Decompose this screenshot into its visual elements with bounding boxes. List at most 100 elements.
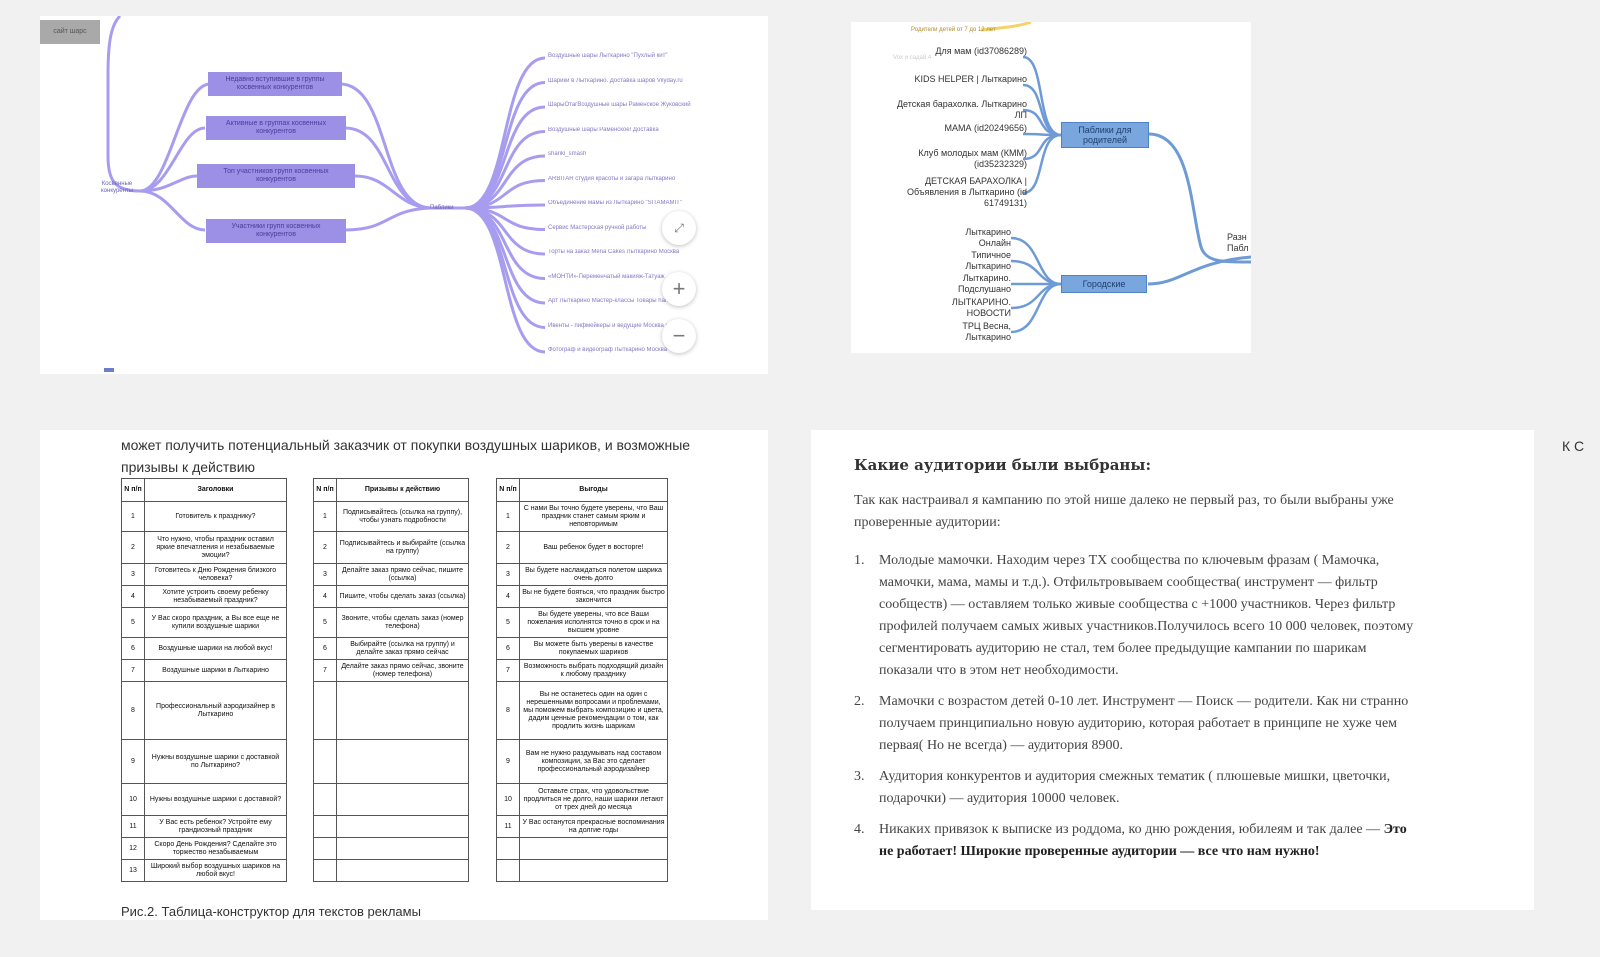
zoom-in-button[interactable]: + [662,272,696,306]
row-number: 3 [313,563,337,586]
leaf-item[interactable]: Ивенты - пифмейкеры и ведущие Москва и М… [548,322,681,329]
row-number: 2 [313,531,337,564]
row-text [519,837,668,860]
row-number: 7 [496,659,520,682]
audience-text: Аудитория конкурентов и аудитория смежны… [879,769,1391,806]
parent-public-item[interactable]: Детская барахолка. Лыткарино ЛП [896,99,1027,120]
city-edge [1010,282,1062,310]
leaf-item[interactable]: «МОНТИ»-Переменчатый макияж-Татуаж [548,273,665,280]
leaf-item[interactable]: ARBITAR студия красоты и загара Лыткарин… [548,175,676,182]
table-row [313,815,469,838]
leaf-item[interactable]: Торты на заказ Mena Cakes Лыткарино Моск… [548,249,680,255]
city-public-item[interactable]: ЛЫТКАРИНО. НОВОСТИ [951,297,1011,318]
mid-node-4[interactable]: Участники групп косвенных конкурентов [206,219,346,243]
row-number: 7 [313,659,337,682]
mid-node-2[interactable]: Активные в группах косвенных конкурентов [206,116,346,140]
row-number: 9 [496,739,520,784]
leaf-item[interactable]: ШарыОтагВоздушные шары Раменское Жуковск… [548,102,691,108]
audiences-card[interactable]: Какие аудитории были выбраны: Так как на… [811,430,1534,910]
row-number: 1 [313,501,337,532]
parent-public-item[interactable]: Клуб молодых мам (КММ) (id35232329) [918,148,1027,169]
row-number [496,837,520,860]
audience-emphasis: Это не работает! Широкие проверенные ауд… [879,822,1407,859]
row-text: Ваш ребенок будет в восторге! [519,531,668,564]
leaf-item[interactable]: Воздушные шары Лыткарино "Пухлый кит" [548,53,668,59]
right-edge-label: Разн Пабл [1227,232,1249,253]
row-number: 5 [313,607,337,638]
table-row [313,783,469,816]
leaf-edge [464,206,546,305]
root-node[interactable]: сайт шарс [40,20,100,44]
leaf-edge [464,81,546,210]
row-number [496,859,520,882]
parent-public-item[interactable]: ДЕТСКАЯ БАРАХОЛКА | Объявления в Лыткари… [907,176,1027,208]
leaf-item[interactable]: Фотограф и видеограф Лыткарино Москва [548,347,668,353]
row-text: Воздушные шарики на любой вкус! [144,637,287,660]
row-text: У Вас останутся прекрасные воспоминания … [519,815,668,838]
city-public-item[interactable]: Лыткарино. Подслушано [958,273,1011,294]
leaf-item[interactable]: Сервис Мастерская ручной работы [548,224,647,231]
row-number: 13 [121,859,145,882]
row-number: 10 [121,783,145,816]
mid-node-3[interactable]: Топ участников групп косвенных конкурент… [197,164,355,188]
audiences-list: 1.Молодые мамочки. Находим через ТХ сооб… [854,550,1414,872]
leaf-item[interactable]: Арт Лыткарино Мастер-классы Товары hand-… [548,298,689,304]
mindmap-purple-edges [106,16,546,354]
row-number [313,859,337,882]
row-text: Выбирайте (ссылка на группу) и делайте з… [336,637,469,660]
side-label: Косвенные конкуренты [100,181,133,194]
zoom-out-button[interactable]: − [662,319,696,353]
audience-item: 4.Никаких привязок к выписке из роддома,… [854,819,1414,863]
row-text: Вам не нужно раздумывать над составом ко… [519,739,668,784]
row-number: 6 [313,637,337,660]
row-number: 8 [121,681,145,740]
leaf-item[interactable]: Воздушные шары Раменское! Доставка [548,126,659,133]
table-row [313,859,469,882]
mid-node-1[interactable]: Недавно вступившие в группы косвенных ко… [208,72,342,96]
audience-item: 2.Мамочки с возрастом детей 0-10 лет. Ин… [854,691,1414,757]
table-row [496,837,668,860]
city-public-item[interactable]: Типичное Лыткарино [965,250,1011,271]
city-public-item[interactable]: ТРЦ Весна, Лыткарино [962,321,1011,342]
row-text: Вы не будете бояться, что праздник быстр… [519,585,668,608]
leaf-edge [464,206,546,329]
row-text: У Вас скоро праздник, а Вы все еще не ку… [144,607,287,638]
node-parents-publics[interactable]: Паблики для родителей [1061,122,1149,148]
node-city-publics[interactable]: Городские [1061,275,1147,293]
row-number: 4 [496,585,520,608]
parent-public-item[interactable]: KIDS HELPER | Лыткарино [914,74,1027,84]
parent-public-item[interactable]: Для мам (id37086289) [935,46,1027,56]
audience-item: 1.Молодые мамочки. Находим через ТХ сооб… [854,550,1414,682]
leaf-item[interactable]: shariki_smash [548,151,587,157]
row-number: 3 [121,563,145,586]
mindmap-blue-card[interactable]: Родители детей от 7 до 12 лет Vox и сада… [851,22,1251,353]
mindmap-purple-card[interactable]: сайт шарс Косвенные конкуренты Недавно в… [40,16,768,374]
edge-cutoff-text: К С [1562,438,1585,454]
city-public-item[interactable]: Лыткарино Онлайн [965,227,1011,248]
row-text: Готовитесь к Дню Рождения близкого челов… [144,563,287,586]
calls-header: Призывы к действию [336,478,469,502]
row-text [336,681,469,740]
leaf-item[interactable]: Шарики в Лыткарино. Доставка шаров Vilyd… [548,77,683,84]
ad-table-card[interactable]: может получить потенциальный заказчик от… [40,430,768,920]
parent-public-item[interactable]: МАМА (id20249656) [944,123,1027,133]
row-number: 4 [121,585,145,608]
zoom-fit-button[interactable]: ⤢ [662,211,696,245]
leaf-item[interactable]: Объединение мамы из Лыткарино "SITAMAMIT… [548,200,682,206]
